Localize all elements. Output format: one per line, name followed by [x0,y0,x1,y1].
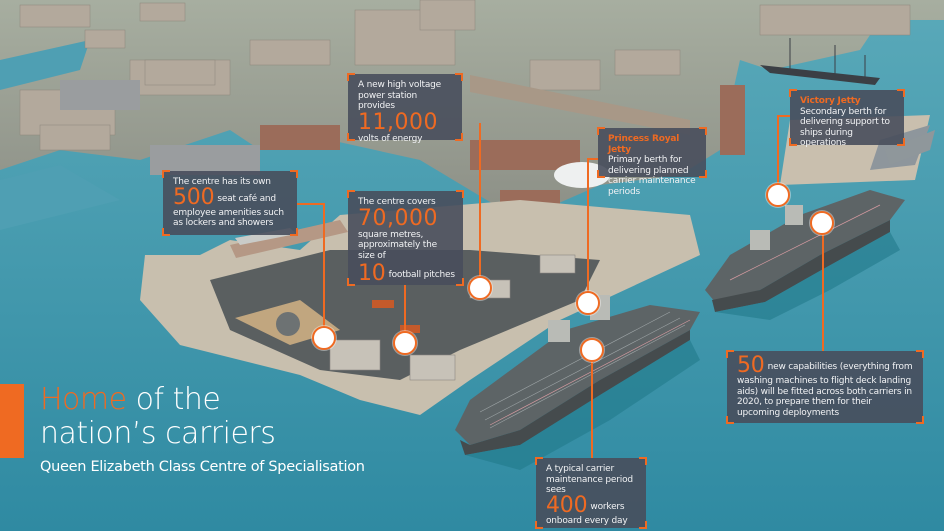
hotspot-marker-cafe[interactable] [312,326,336,350]
connector-power [479,123,481,278]
hotspot-marker-princess-royal-jetty[interactable] [576,291,600,315]
callout-capabilities-inline: new capabilities (everything from [767,362,913,372]
callout-capabilities-body: washing machines to flight deck landing … [737,376,912,418]
callout-victory-heading: Victory Jetty [800,96,861,106]
callout-power-intro: A new high voltage power station provide… [358,80,441,111]
connector-cafe-v [323,203,325,327]
callout-area-outro: football pitches [388,270,455,280]
callout-workers-outro: onboard every day [546,515,628,526]
hotspot-marker-area[interactable] [393,331,417,355]
callout-cafe-outro-inline: seat café and [217,193,276,204]
callout-workers-figure: 400 [546,492,588,518]
callout-area-figure: 70,000 [358,205,438,231]
callout-cafe-figure: 500 [173,184,215,210]
callout-princess-royal-jetty: Princess Royal Jetty Primary berth for d… [597,127,707,197]
title-accent-word: Home [40,382,127,417]
callout-workers: A typical carrier maintenance period see… [535,457,647,529]
callout-power-figure: 11,000 [358,109,438,135]
callout-victory-body: Secondary berth for delivering support t… [800,106,890,149]
page-title: Home of the nation’s carriers [40,382,276,451]
callout-area: The centre covers 70,000 square metres, … [347,190,464,286]
callout-princess-heading: Princess Royal Jetty [608,134,680,155]
callout-workers-intro: A typical carrier maintenance period see… [546,464,633,495]
callout-workers-outro-inline: workers [590,501,625,512]
callout-area-intro: The centre covers [358,197,436,207]
title-accent-bar [0,384,24,458]
callout-cafe-intro: The centre has its own [173,177,271,187]
callout-cafe-outro: employee amenities such as lockers and s… [173,207,284,229]
hotspot-marker-victory-jetty[interactable] [766,183,790,207]
callout-capabilities-figure: 50 [737,353,765,378]
callout-power-outro: volts of energy [358,133,423,144]
page-subtitle: Queen Elizabeth Class Centre of Speciali… [40,459,365,475]
hotspot-marker-workers[interactable] [580,338,604,362]
connector-cafe-h [297,203,324,205]
connector-victory-v [777,115,779,185]
hotspot-marker-capabilities[interactable] [810,211,834,235]
connector-capabilities [822,233,824,351]
title-line1-rest: of the [126,382,221,417]
callout-area-figure2: 10 [358,261,386,286]
hotspot-marker-power[interactable] [468,276,492,300]
callout-area-middle: square metres, approximately the size of [358,229,437,261]
connector-workers [591,360,593,458]
callout-victory-jetty: Victory Jetty Secondary berth for delive… [789,89,905,148]
title-line2: nation’s carriers [40,416,276,451]
callout-princess-body: Primary berth for delivering planned car… [608,155,696,197]
callout-power-station: A new high voltage power station provide… [347,73,463,144]
connector-area [404,285,406,333]
connector-princess-h [588,158,599,160]
connector-victory-h [778,115,790,117]
connector-princess-v [587,158,589,293]
